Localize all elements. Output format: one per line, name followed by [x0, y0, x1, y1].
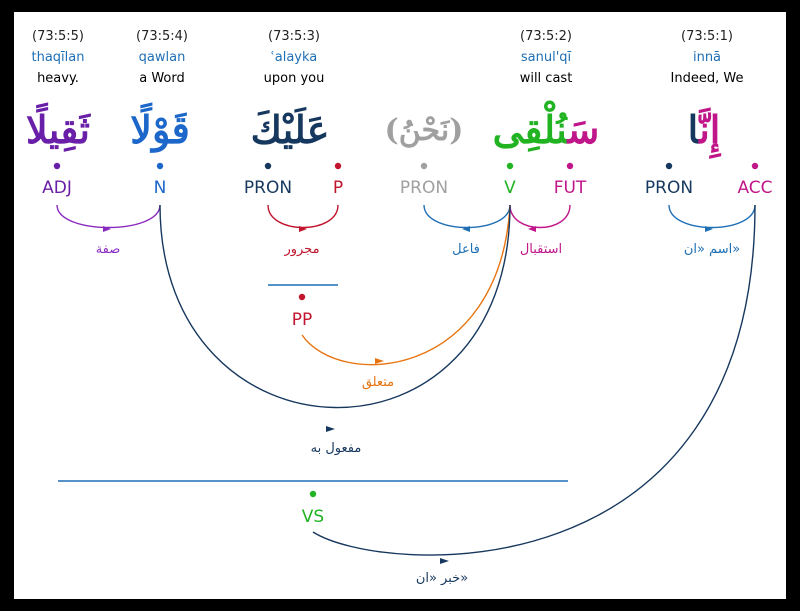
word-ref-1: (73:5:1) — [681, 29, 733, 44]
arc-khabar-inna-arrow — [440, 558, 449, 564]
arc-maful-bihi — [159, 204, 511, 409]
pos-dot-pron-3 — [264, 162, 272, 170]
relation-mutaallaq: متعلق — [362, 375, 394, 390]
relation-sifa: صفة — [96, 242, 121, 257]
relation-khabar-inna: خبر «ان» — [416, 571, 468, 586]
phrase-tag-vs: VS — [302, 507, 324, 527]
pos-tag-pron-hidden: PRON — [400, 178, 448, 198]
pp-dot — [298, 293, 306, 301]
pos-tag-acc: ACC — [737, 178, 772, 198]
pos-tag-pron-3: PRON — [244, 178, 292, 198]
pos-dot-adj — [53, 162, 61, 170]
word-arabic-4: قَوْلًا — [130, 102, 189, 153]
word-arabic-1: إِنَّا — [688, 107, 722, 159]
arc-khabar-inna — [312, 204, 756, 556]
arc-ism-inna-arrow — [705, 226, 713, 232]
pos-dot-fut — [566, 162, 574, 170]
word-translit-2: sanul'qī — [521, 50, 572, 65]
word-translit-3: ʿalayka — [271, 50, 318, 65]
arc-majrur-arrow — [299, 226, 307, 232]
word-ref-4: (73:5:4) — [136, 29, 188, 44]
pos-tag-adj: ADJ — [42, 178, 72, 198]
arc-fail-arrow — [462, 226, 470, 232]
word-gloss-2: will cast — [520, 71, 573, 86]
pos-tag-v: V — [504, 178, 516, 198]
word-gloss-3: upon you — [264, 71, 325, 86]
pos-dot-pron-1 — [665, 162, 673, 170]
word-arabic-2: سَنُلْقِى — [493, 101, 600, 152]
word-ref-2: (73:5:2) — [520, 29, 572, 44]
relation-fail: فاعل — [452, 242, 480, 257]
pos-dot-n — [156, 162, 164, 170]
arc-istiqbal — [509, 204, 571, 229]
diagram-panel: (73:5:5) thaqīlan heavy. ثَقِيلًا (73:5:… — [14, 12, 786, 599]
arc-istiqbal-arrow — [528, 226, 536, 232]
word-ref-3: (73:5:3) — [268, 29, 320, 44]
arc-sifa-arrow — [103, 226, 111, 232]
pos-tag-n: N — [154, 178, 167, 198]
arc-mutaallaq — [301, 204, 511, 366]
word-gloss-4: a Word — [139, 71, 185, 86]
word-arabic-5: ثَقِيلًا — [26, 102, 91, 152]
relation-istiqbal: استقبال — [520, 242, 562, 257]
relation-ism-inna: اسم «ان» — [684, 242, 740, 257]
word-translit-5: thaqīlan — [32, 50, 85, 65]
arc-mutaallaq-arrow — [375, 358, 384, 364]
arc-fail — [423, 204, 511, 229]
pos-dot-pron-hidden — [420, 162, 428, 170]
word-translit-4: qawlan — [139, 50, 186, 65]
pos-tag-fut: FUT — [554, 178, 587, 198]
phrase-tag-pp: PP — [292, 310, 313, 330]
word-translit-1: innā — [693, 50, 721, 65]
word-gloss-5: heavy. — [37, 71, 79, 86]
word-arabic-3: عَلَيْكَ — [251, 107, 330, 152]
word-ref-5: (73:5:5) — [32, 29, 84, 44]
arc-majrur — [267, 204, 339, 229]
relation-majrur: مجرور — [283, 242, 319, 257]
pos-dot-acc — [751, 162, 759, 170]
dependency-graph: (73:5:5) thaqīlan heavy. ثَقِيلًا (73:5:… — [26, 29, 773, 586]
arc-ism-inna — [668, 204, 756, 229]
hidden-pronoun-arabic: (نَحْنُ) — [385, 113, 464, 148]
word-gloss-1: Indeed, We — [671, 71, 744, 86]
pos-dot-p — [334, 162, 342, 170]
pos-tag-p: P — [333, 178, 343, 198]
pos-dot-v — [506, 162, 514, 170]
relation-maful-bihi: مفعول به — [311, 441, 362, 456]
arc-sifa — [56, 204, 161, 229]
arc-maful-bihi-arrow — [326, 426, 335, 432]
vs-dot — [309, 490, 317, 498]
pos-tag-pron-1: PRON — [645, 178, 693, 198]
